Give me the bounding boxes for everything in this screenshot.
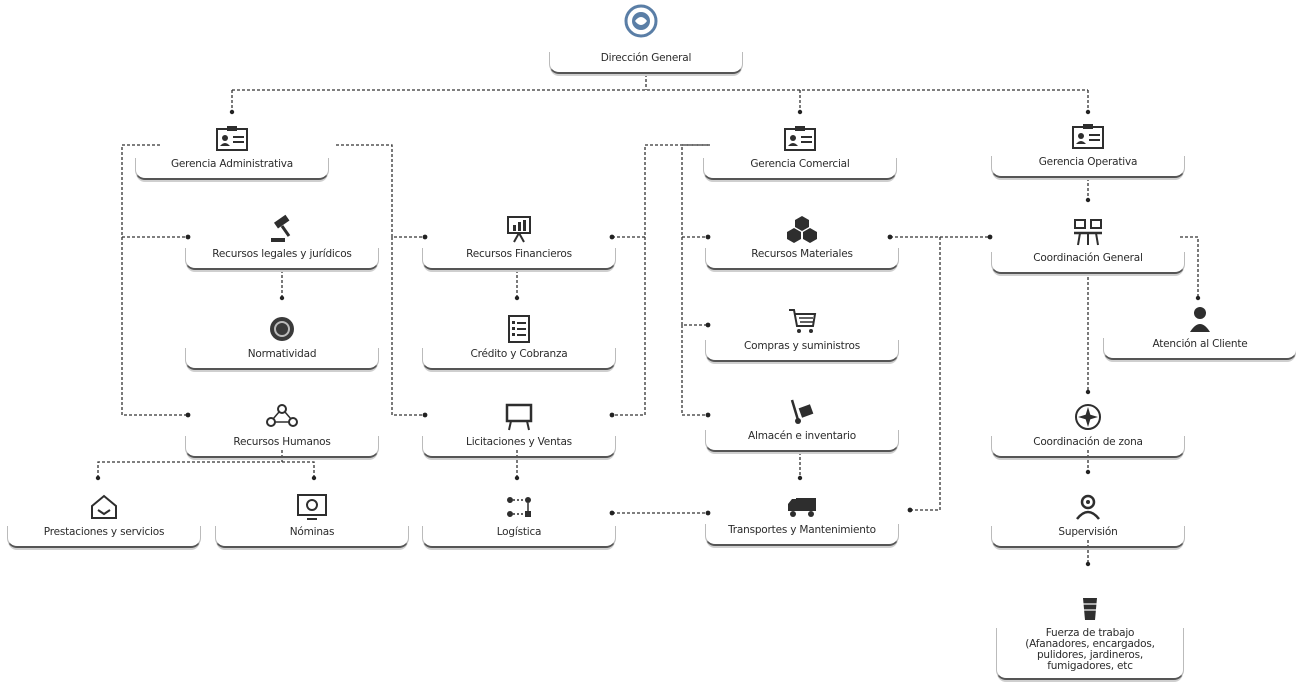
node-label: Gerencia Administrativa <box>135 158 329 180</box>
node-recursos-humanos: Recursos Humanos <box>185 388 379 458</box>
node-logistica: Logística <box>422 478 616 548</box>
customer-agent-icon <box>1181 304 1219 334</box>
easel-board-icon <box>500 402 538 432</box>
node-direccion-general: Dirección General <box>549 12 743 74</box>
node-fuerza-trabajo: Fuerza de trabajo (Afanadores, encargado… <box>996 566 1184 680</box>
node-gerencia-comercial: Gerencia Comercial <box>703 110 897 180</box>
seal-icon <box>263 314 301 344</box>
id-card-icon <box>781 124 819 154</box>
company-logo <box>624 4 658 38</box>
node-label: Compras y suministros <box>705 340 899 362</box>
network-people-icon <box>263 402 301 432</box>
gavel-icon <box>263 214 301 244</box>
checklist-icon <box>500 314 538 344</box>
node-label: Recursos legales y jurídicos <box>185 248 379 270</box>
flow-icon <box>500 492 538 522</box>
node-label: Almacén e inventario <box>705 430 899 452</box>
node-licitaciones-ventas: Licitaciones y Ventas <box>422 388 616 458</box>
supervisor-icon <box>1069 492 1107 522</box>
inbox-hand-icon <box>85 492 123 522</box>
node-label: Gerencia Operativa <box>991 156 1185 178</box>
node-supervision: Supervisión <box>991 478 1185 548</box>
node-label: Dirección General <box>549 52 743 74</box>
node-label: Fuerza de trabajo (Afanadores, encargado… <box>996 628 1184 680</box>
node-gerencia-operativa: Gerencia Operativa <box>991 108 1185 178</box>
meeting-icon <box>1069 218 1107 248</box>
node-recursos-legales: Recursos legales y jurídicos <box>185 200 379 270</box>
node-nominas: Nóminas <box>215 478 409 548</box>
node-coordinacion-zona: Coordinación de zona <box>991 388 1185 458</box>
node-label: Recursos Financieros <box>422 248 616 270</box>
truck-icon <box>783 490 821 520</box>
node-label: Licitaciones y Ventas <box>422 436 616 458</box>
node-label: Crédito y Cobranza <box>422 348 616 370</box>
node-recursos-financieros: Recursos Financieros <box>422 200 616 270</box>
node-label: Logística <box>422 526 616 548</box>
presentation-chart-icon <box>500 214 538 244</box>
node-label: Coordinación de zona <box>991 436 1185 458</box>
id-card-icon <box>1069 122 1107 152</box>
node-prestaciones: Prestaciones y servicios <box>7 478 201 548</box>
compass-icon <box>1069 402 1107 432</box>
payroll-screen-icon <box>293 492 331 522</box>
node-transportes: Transportes y Mantenimiento <box>705 476 899 546</box>
node-label: Recursos Materiales <box>705 248 899 270</box>
worker-icon <box>1071 594 1109 624</box>
node-normatividad: Normatividad <box>185 300 379 370</box>
node-label: Nóminas <box>215 526 409 548</box>
node-compras: Compras y suministros <box>705 292 899 362</box>
node-label: Coordinación General <box>991 252 1185 274</box>
hand-truck-icon <box>783 396 821 426</box>
node-credito-cobranza: Crédito y Cobranza <box>422 300 616 370</box>
node-label: Gerencia Comercial <box>703 158 897 180</box>
node-gerencia-administrativa: Gerencia Administrativa <box>135 110 329 180</box>
shopping-cart-icon <box>783 306 821 336</box>
node-label: Prestaciones y servicios <box>7 526 201 548</box>
node-label: Transportes y Mantenimiento <box>705 524 899 546</box>
node-label: Normatividad <box>185 348 379 370</box>
node-label: Recursos Humanos <box>185 436 379 458</box>
boxes-icon <box>783 214 821 244</box>
node-recursos-materiales: Recursos Materiales <box>705 200 899 270</box>
node-label: Supervisión <box>991 526 1185 548</box>
node-atencion-cliente: Atención al Cliente <box>1103 290 1296 360</box>
node-label: Atención al Cliente <box>1103 338 1296 360</box>
node-almacen: Almacén e inventario <box>705 382 899 452</box>
id-card-icon <box>213 124 251 154</box>
node-coordinacion-general: Coordinación General <box>991 204 1185 274</box>
